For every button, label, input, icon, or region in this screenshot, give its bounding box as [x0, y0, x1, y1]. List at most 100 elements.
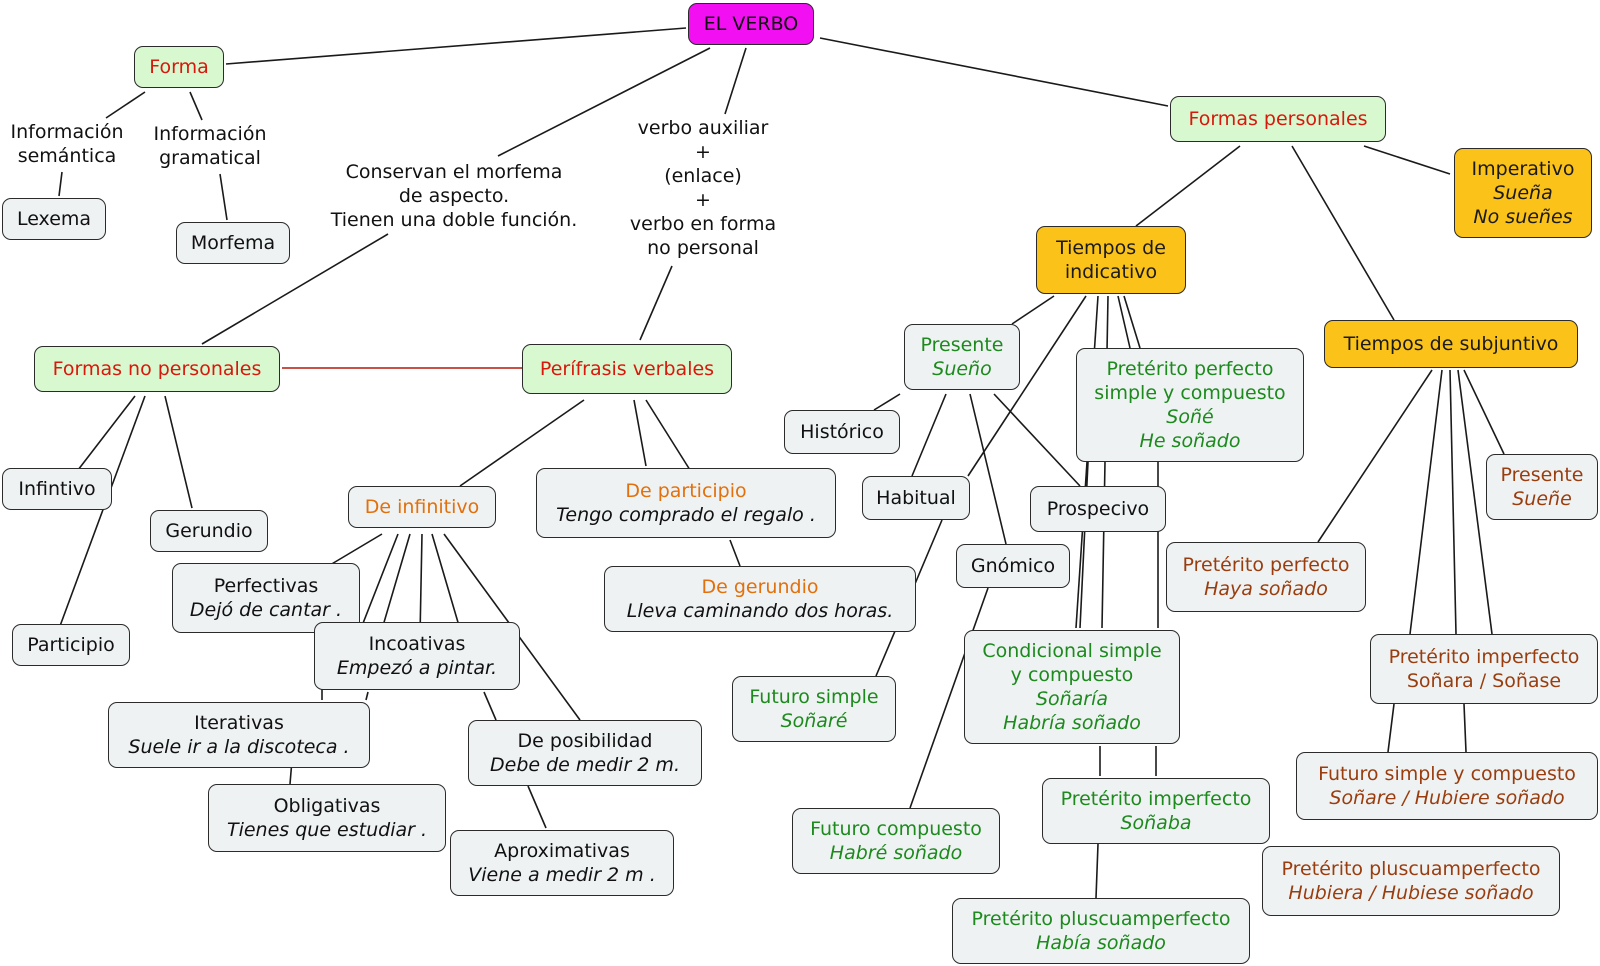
edge-ind-condicional-a: [1075, 295, 1099, 629]
node-formas-no-personales[interactable]: Formas no personales: [34, 346, 280, 392]
edge-noper-gerundio: [164, 395, 193, 509]
edge-label-perifrasis: [639, 265, 673, 341]
node-label: Forma: [149, 56, 209, 78]
node-subj-futuro[interactable]: Futuro simple y compuesto Soñare / Hubie…: [1296, 752, 1598, 820]
node-title: Imperativo: [1471, 158, 1575, 180]
node-ind-pret-pluscuamperfecto[interactable]: Pretérito pluscuamperfecto Había soñado: [952, 898, 1250, 964]
edge-root-personales: [819, 37, 1169, 107]
label-informacion-gramatical: Información gramatical: [153, 123, 267, 169]
edge-incoativas-posibilidad: [483, 691, 497, 721]
edge-ind-pretperfecto: [1117, 295, 1131, 349]
node-example: Lleva caminando dos horas.: [626, 600, 894, 622]
edge-presente-historico: [873, 393, 901, 411]
node-infinitivo[interactable]: Infintivo: [2, 468, 112, 510]
edge-root-perifrasis-label: [724, 47, 747, 115]
node-habitual[interactable]: Habitual: [862, 476, 970, 520]
edge-incoativas-iterativas: [365, 691, 369, 701]
node-perfectivas[interactable]: Perfectivas Dejó de cantar .: [172, 563, 360, 633]
node-de-gerundio[interactable]: De gerundio Lleva caminando dos horas.: [604, 566, 916, 632]
edge-subj-imperfecto-c: [1457, 369, 1493, 635]
label-line: verbo en forma: [629, 213, 777, 235]
node-title: Pretérito pluscuamperfecto: [971, 908, 1231, 930]
node-title: Pretérito pluscuamperfecto: [1281, 858, 1541, 880]
edge-perif-participio-2: [645, 399, 691, 471]
edge-imperfecto-futuro: [1387, 703, 1395, 753]
edge-imperfecto-futuro-2: [1463, 703, 1467, 753]
node-gerundio[interactable]: Gerundio: [150, 510, 268, 552]
edge-presente-gnomico: [969, 393, 1007, 545]
node-ind-pret-imperfecto[interactable]: Pretérito imperfecto Soñaba: [1042, 778, 1270, 844]
node-forma[interactable]: Forma: [134, 46, 224, 88]
edge-noper-participio: [59, 395, 146, 627]
node-gnomico[interactable]: Gnómico: [956, 544, 1070, 588]
node-iterativas[interactable]: Iterativas Suele ir a la discoteca .: [108, 702, 370, 768]
node-title: Pretérito perfecto: [1182, 554, 1350, 576]
node-formas-personales[interactable]: Formas personales: [1170, 96, 1386, 142]
node-example: Soñé: [1166, 406, 1214, 428]
node-label: Prospecivo: [1046, 498, 1150, 520]
node-imperativo[interactable]: Imperativo Sueña No sueñes: [1454, 148, 1592, 238]
node-subj-pret-imperfecto[interactable]: Pretérito imperfecto Soñara / Soñase: [1370, 634, 1598, 704]
node-title: Futuro simple y compuesto: [1318, 763, 1576, 785]
node-de-infinitivo[interactable]: De infinitivo: [348, 486, 496, 528]
node-subj-pret-pluscuamperfecto[interactable]: Pretérito pluscuamperfecto Hubiera / Hub…: [1262, 846, 1560, 916]
node-tiempos-subjuntivo[interactable]: Tiempos de subjuntivo: [1324, 320, 1578, 368]
node-futuro-simple[interactable]: Futuro simple Soñaré: [732, 676, 896, 742]
node-example: He soñado: [1139, 430, 1241, 452]
node-historico[interactable]: Histórico: [784, 410, 900, 454]
node-perifrasis-verbales[interactable]: Perífrasis verbales: [522, 344, 732, 394]
node-tiempos-indicativo[interactable]: Tiempos de indicativo: [1036, 226, 1186, 294]
node-lexema[interactable]: Lexema: [2, 198, 106, 240]
label-aspecto: Conservan el morfema de aspecto. Tienen …: [331, 160, 578, 232]
node-de-participio[interactable]: De participio Tengo comprado el regalo .: [536, 468, 836, 538]
edge-inf-incoativas-d: [431, 533, 463, 637]
node-example: Sueña: [1493, 182, 1553, 204]
node-label: Lexema: [16, 208, 92, 230]
node-aproximativas[interactable]: Aproximativas Viene a medir 2 m .: [450, 830, 674, 896]
node-label: EL VERBO: [703, 13, 799, 35]
node-title: De participio: [625, 480, 747, 502]
edge-subj-imperfecto-a: [1409, 369, 1443, 635]
node-ind-pret-perfecto[interactable]: Pretérito perfecto simple y compuesto So…: [1076, 348, 1304, 462]
edge-gnomico-futurocompuesto: [909, 587, 989, 809]
label-line: +: [695, 141, 711, 163]
node-example: Hubiera / Hubiese soñado: [1288, 882, 1534, 904]
edge-ind-habitual-long: [967, 295, 1087, 477]
node-example: Tienes que estudiar .: [226, 819, 428, 841]
node-obligativas[interactable]: Obligativas Tienes que estudiar .: [208, 784, 446, 852]
node-example: Sueño: [932, 358, 992, 380]
edge-ind-condicional-b: [1101, 295, 1109, 629]
node-label: Habitual: [876, 487, 956, 509]
node-morfema[interactable]: Morfema: [176, 222, 290, 264]
edge-posibilidad-aproximativas: [527, 785, 547, 829]
edge-root-forma: [225, 27, 687, 65]
node-title: Pretérito perfecto: [1106, 358, 1274, 380]
node-example: Soñare / Hubiere soñado: [1329, 787, 1565, 809]
node-el-verbo[interactable]: EL VERBO: [688, 3, 814, 45]
node-futuro-compuesto[interactable]: Futuro compuesto Habré soñado: [792, 808, 1000, 874]
node-title: Pretérito imperfecto: [1060, 788, 1252, 810]
node-ind-presente[interactable]: Presente Sueño: [904, 324, 1020, 390]
node-title: De posibilidad: [517, 730, 653, 752]
node-example: Suele ir a la discoteca .: [128, 736, 350, 758]
node-participio[interactable]: Participio: [12, 624, 130, 666]
node-example: Sueñe: [1512, 488, 1572, 510]
node-subj-presente[interactable]: Presente Sueñe: [1486, 454, 1598, 520]
node-condicional[interactable]: Condicional simple y compuesto Soñaría H…: [964, 630, 1180, 744]
edge-personales-imperativo: [1363, 145, 1451, 175]
node-title: Perfectivas: [213, 575, 319, 597]
edge-noper-infinitivo: [77, 395, 136, 471]
node-de-posibilidad[interactable]: De posibilidad Debe de medir 2 m.: [468, 720, 702, 786]
edge-gramatical-morfema: [219, 173, 228, 221]
node-title: Iterativas: [194, 712, 284, 734]
node-title: Incoativas: [368, 633, 466, 655]
node-example: Soñaré: [780, 710, 848, 732]
node-prospecivo[interactable]: Prospecivo: [1030, 486, 1166, 532]
edge-inf-incoativas-a: [357, 533, 399, 637]
node-incoativas[interactable]: Incoativas Empezó a pintar.: [314, 622, 520, 690]
node-subj-pret-perfecto[interactable]: Pretérito perfecto Haya soñado: [1166, 542, 1366, 612]
node-label: Perífrasis verbales: [539, 358, 715, 380]
edge-ind-pretperfecto-2: [1123, 295, 1141, 349]
label-line: Conservan el morfema: [345, 161, 563, 183]
